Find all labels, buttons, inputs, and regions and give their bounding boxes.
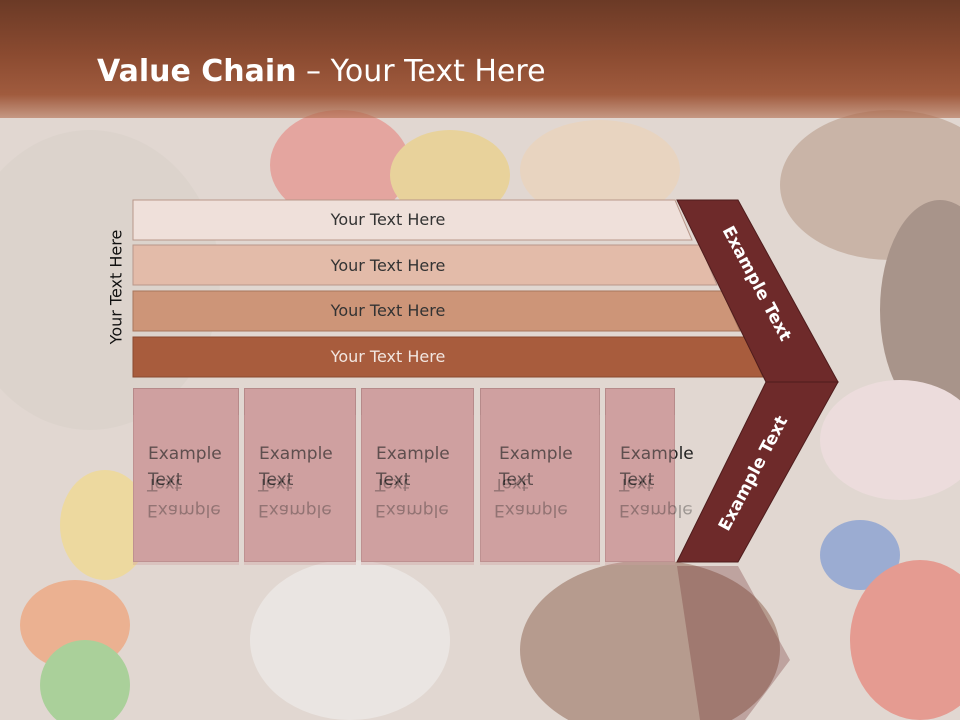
primary-cell-3: Example Text bbox=[361, 388, 474, 562]
primary-cell-2-line2: Text bbox=[259, 467, 355, 493]
support-bar-4-label: Your Text Here bbox=[330, 346, 446, 366]
primary-cell-4-line1: Example bbox=[499, 441, 599, 467]
bar-2-shape bbox=[132, 244, 718, 286]
support-bar-1: Your Text Here bbox=[133, 200, 693, 238]
reflection-cell-5-line2: Text bbox=[619, 474, 654, 494]
slide-title-bold: Value Chain bbox=[97, 54, 297, 89]
reflection-cell-2-line1: Example bbox=[258, 500, 332, 520]
primary-cell-1-line1: Example bbox=[148, 441, 238, 467]
reflection-cell-3-line2: Text bbox=[375, 474, 410, 494]
slide-title: Value Chain – Your Text Here bbox=[97, 54, 546, 89]
support-bar-2-label: Your Text Here bbox=[330, 255, 446, 275]
reflection-cell-1-line1: Example bbox=[147, 500, 221, 520]
reflection-cell-2-line2: Text bbox=[258, 474, 293, 494]
primary-cell-4-line2: Text bbox=[499, 467, 599, 493]
support-bar-1-label: Your Text Here bbox=[330, 209, 446, 229]
primary-cell-2: Example Text bbox=[244, 388, 356, 562]
support-bar-4: Your Text Here bbox=[133, 337, 693, 375]
reflection-cell-5-line1: Example bbox=[619, 500, 693, 520]
slide-title-rest: – Your Text Here bbox=[296, 54, 546, 89]
support-bar-2: Your Text Here bbox=[133, 246, 693, 284]
primary-cell-3-line2: Text bbox=[376, 467, 473, 493]
reflection-cell-1-line2: Text bbox=[147, 474, 182, 494]
chevron-lower bbox=[676, 381, 839, 563]
support-bar-3-label: Your Text Here bbox=[330, 300, 446, 320]
primary-cell-5-line2: Text bbox=[620, 467, 674, 493]
primary-cell-3-line1: Example bbox=[376, 441, 473, 467]
reflection-cell-4-line1: Example bbox=[494, 500, 568, 520]
reflection-cell-4-line2: Text bbox=[494, 474, 529, 494]
title-bar bbox=[0, 0, 960, 118]
reflection-cell-3-line1: Example bbox=[375, 500, 449, 520]
primary-cell-1: Example Text bbox=[133, 388, 239, 562]
bar-1-shape bbox=[132, 199, 693, 241]
primary-cell-1-line2: Text bbox=[148, 467, 238, 493]
bar-3-shape bbox=[132, 290, 741, 332]
primary-cell-2-line1: Example bbox=[259, 441, 355, 467]
chevron-reflection bbox=[677, 566, 790, 720]
primary-cell-4: Example Text bbox=[480, 388, 600, 562]
support-bar-3: Your Text Here bbox=[133, 291, 693, 329]
